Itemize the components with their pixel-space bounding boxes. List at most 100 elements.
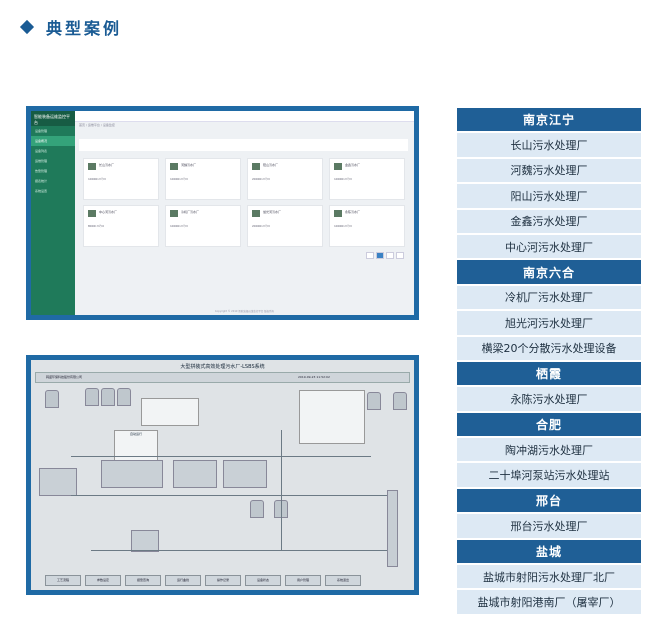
device-card[interactable]: 金鑫污水厂 10000 m³/d: [329, 158, 405, 200]
device-name: 永陈污水厂: [345, 210, 361, 214]
plant-row: 金鑫污水处理厂: [457, 209, 641, 233]
device-thumbnail: [252, 163, 260, 170]
plant-row: 二十埠河泵站污水处理站: [457, 463, 641, 487]
device-card[interactable]: 长山污水厂 10000 m³/d: [83, 158, 159, 200]
scada-datetime: 2019-09-23 11:52:02: [298, 375, 330, 379]
nav-button[interactable]: 参数设定: [85, 575, 121, 586]
sidebar-item[interactable]: 告警管理: [35, 169, 48, 173]
company-name: 韩盛环保科技股份有限公司: [46, 375, 83, 379]
dashboard-screenshot: 智能装备运维监控平台 设备管理 设备概况 设备列表 运维管理 告警管理 报表统计…: [26, 106, 419, 320]
nav-button[interactable]: 设备状态: [245, 575, 281, 586]
city-row: 盐城: [457, 539, 641, 564]
device-thumbnail: [88, 210, 96, 217]
device-card[interactable]: 中心河污水厂 8000 m³/d: [83, 205, 159, 247]
city-row: 南京六合: [457, 260, 641, 284]
sidebar-item[interactable]: 报表统计: [35, 179, 48, 183]
nav-button[interactable]: 操作记录: [205, 575, 241, 586]
sidebar-item[interactable]: 运维管理: [35, 159, 48, 163]
dashboard-footer: Copyright © 2019 智能装备运维监控平台 版权所有: [214, 310, 275, 313]
storage-tank: [393, 392, 407, 410]
storage-tank: [45, 390, 59, 408]
device-capacity: 10000 m³/d: [334, 224, 352, 228]
dashboard-logo: 智能装备运维监控平台: [31, 111, 75, 126]
device-thumbnail: [170, 210, 178, 217]
sludge-basin: [131, 530, 159, 552]
plant-row: 横梁20个分散污水处理设备: [457, 336, 641, 360]
pagination[interactable]: [366, 252, 404, 259]
device-thumbnail: [334, 163, 342, 170]
sidebar-item[interactable]: 设备管理: [35, 129, 48, 133]
parameter-panel[interactable]: [299, 390, 365, 444]
pipe: [281, 430, 282, 550]
device-card[interactable]: 冷机厂污水厂 10000 m³/d: [165, 205, 241, 247]
diamond-icon: [19, 19, 35, 35]
storage-tank: [117, 388, 131, 406]
device-capacity: 10000 m³/d: [334, 177, 352, 181]
discharge-tower: [387, 490, 398, 567]
plant-row: 陶冲湖污水处理厂: [457, 438, 641, 462]
nav-button[interactable]: 系统退出: [325, 575, 361, 586]
device-thumbnail: [334, 210, 342, 217]
case-table: 南京江宁 长山污水处理厂 河魏污水处理厂 阳山污水处理厂 金鑫污水处理厂 中心河…: [457, 108, 641, 616]
city-row: 邢台: [457, 488, 641, 513]
reaction-basin: [173, 460, 217, 488]
device-card[interactable]: 河魏污水厂 10000 m³/d: [165, 158, 241, 200]
nav-button[interactable]: 工艺流程: [45, 575, 81, 586]
section-title: 典型案例: [46, 19, 123, 38]
device-name: 旭光河污水厂: [263, 210, 282, 214]
pipe: [91, 550, 391, 551]
device-capacity: 8000 m³/d: [88, 224, 104, 228]
scada-screenshot: 大型拼装式高效处理污水厂-LSBS系统 韩盛环保科技股份有限公司 2019-09…: [26, 355, 419, 595]
device-card[interactable]: 永陈污水厂 10000 m³/d: [329, 205, 405, 247]
device-name: 河魏污水厂: [181, 163, 197, 167]
filter-bar[interactable]: [79, 139, 408, 151]
plant-row: 盐城市射阳污水处理厂北厂: [457, 565, 641, 589]
plant-row: 盐城市射阳港南厂（屠宰厂）: [457, 590, 641, 614]
sidebar-item-active[interactable]: 设备概况: [31, 136, 75, 146]
device-thumbnail: [170, 163, 178, 170]
device-capacity: 20000 m³/d: [252, 177, 270, 181]
pipe: [71, 495, 391, 496]
grit-basin: [39, 468, 77, 496]
device-card[interactable]: 阳山污水厂 20000 m³/d: [247, 158, 323, 200]
storage-tank: [250, 500, 264, 518]
plant-row: 河魏污水处理厂: [457, 158, 641, 183]
reaction-basin: [101, 460, 163, 488]
device-capacity: 10000 m³/d: [170, 224, 188, 228]
sidebar-item[interactable]: 设备列表: [35, 149, 48, 153]
device-capacity: 10000 m³/d: [170, 177, 188, 181]
city-row: 栖霞: [457, 361, 641, 386]
storage-tank: [85, 388, 99, 406]
dashboard-topbar: [75, 111, 414, 122]
device-name: 金鑫污水厂: [345, 163, 361, 167]
plant-row: 冷机厂污水处理厂: [457, 285, 641, 310]
dashboard-sidebar: 智能装备运维监控平台 设备管理 设备概况 设备列表 运维管理 告警管理 报表统计…: [31, 111, 75, 315]
device-name: 长山污水厂: [99, 163, 115, 167]
device-name: 中心河污水厂: [99, 210, 118, 214]
scada-title: 大型拼装式高效处理污水厂-LSBS系统: [180, 364, 265, 370]
device-thumbnail: [88, 163, 96, 170]
nav-button[interactable]: 报警查询: [125, 575, 161, 586]
device-thumbnail: [252, 210, 260, 217]
sidebar-item[interactable]: 系统设置: [35, 189, 48, 193]
plant-row: 长山污水处理厂: [457, 133, 641, 157]
nav-button[interactable]: 运行曲线: [165, 575, 201, 586]
control-panel[interactable]: [141, 398, 199, 426]
breadcrumb: 首页 / 运维平台 / 设备监控: [79, 123, 115, 127]
device-capacity: 20000 m³/d: [252, 224, 270, 228]
device-name: 阳山污水厂: [263, 163, 279, 167]
plant-row: 旭光河污水处理厂: [457, 311, 641, 335]
city-row: 南京江宁: [457, 108, 641, 132]
section-header: 典型案例: [19, 14, 123, 40]
nav-button[interactable]: 用户管理: [285, 575, 321, 586]
device-name: 冷机厂污水厂: [181, 210, 200, 214]
storage-tank: [367, 392, 381, 410]
plant-row: 阳山污水处理厂: [457, 184, 641, 208]
scada-status-bar: 韩盛环保科技股份有限公司 2019-09-23 11:52:02: [35, 372, 410, 383]
pipe: [71, 456, 371, 457]
city-row: 合肥: [457, 412, 641, 437]
device-capacity: 10000 m³/d: [88, 177, 106, 181]
plant-row: 永陈污水处理厂: [457, 387, 641, 411]
device-card[interactable]: 旭光河污水厂 20000 m³/d: [247, 205, 323, 247]
scada-nav: 工艺流程 参数设定 报警查询 运行曲线 操作记录 设备状态 用户管理 系统退出: [45, 575, 361, 586]
